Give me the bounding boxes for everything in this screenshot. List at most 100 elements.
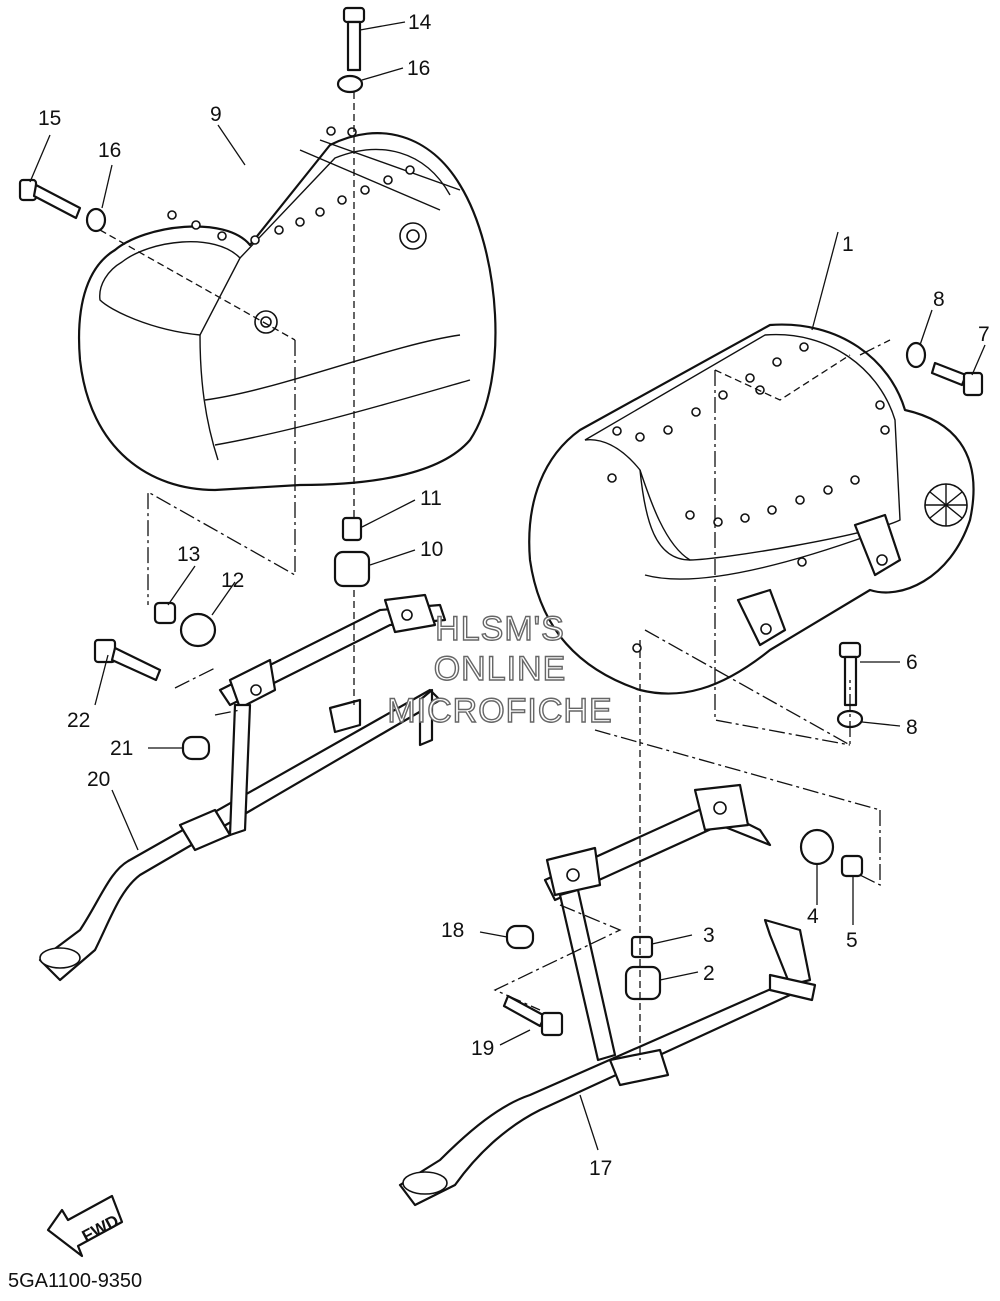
callout-21: 21 [110,737,133,760]
assembly-lines [99,92,891,1060]
bolt-6-head [838,641,862,659]
collar-5 [840,854,864,878]
grommet-10 [333,550,371,588]
bolt-7-shank [930,361,968,387]
callout-22: 22 [67,709,90,732]
watermark-line-3: MICROFICHE [387,692,612,730]
callout-20: 20 [87,768,110,791]
callout-3: 3 [703,924,715,947]
washer-16-left [85,207,107,233]
callout-18: 18 [441,919,464,942]
right-saddlebag [528,323,975,695]
stud-hole [880,425,890,435]
stud-hole [607,473,617,483]
stud-hole [274,225,284,235]
callout-17: 17 [589,1157,612,1180]
stud-hole [691,407,701,417]
right-bracket [398,783,817,1207]
stud-hole [295,217,305,227]
watermark-line-2: ONLINE [434,650,567,688]
grommet-2 [624,965,662,1001]
callout-4: 4 [807,905,819,928]
left-saddlebag [78,126,497,492]
mount-grommet-hole [260,316,272,328]
stud-hole [337,195,347,205]
leader-lines [29,21,986,1151]
callout-12: 12 [221,569,244,592]
collar-11 [341,516,363,542]
mount-grommet-hole [406,229,420,243]
bolt-7-head [962,371,984,397]
stud-hole [632,643,642,653]
bracket-mount-eye [39,947,81,969]
collar-13 [153,601,177,625]
forward-direction-arrow: FWD [46,1194,124,1258]
stud-hole [383,175,393,185]
callout-11: 11 [420,487,442,510]
stud-hole [250,235,260,245]
washer-8-upper [905,341,927,369]
callout-9: 9 [210,103,222,126]
diagram-reference-code: 5GA1100-9350 [8,1270,143,1292]
callout-6: 6 [906,651,918,674]
stud-hole [767,505,777,515]
washer-16-top [336,74,364,94]
bracket-hole [566,868,580,882]
bolt-19-shank [502,994,547,1028]
bracket-mount-eye [402,1171,448,1195]
bracket-hole [250,684,262,696]
stud-hole [755,385,765,395]
stud-hole [772,357,782,367]
stud-hole [745,373,755,383]
stud-hole [685,510,695,520]
watermark: HLSM'S ONLINE MICROFICHE [387,609,613,730]
buckle-latch [736,588,787,647]
stud-hole [167,210,177,220]
stud-hole [875,400,885,410]
bolt-19-head [540,1011,564,1037]
bracket-hole [401,609,413,621]
callout-8: 8 [933,288,945,311]
stud-hole [795,495,805,505]
stud-hole [217,231,227,241]
stud-hole [718,390,728,400]
latch-rivet [876,554,888,566]
callout-13: 13 [177,543,200,566]
bracket-hole [713,801,727,815]
bolt-15-shank [32,183,82,220]
callout-16: 16 [98,139,121,162]
fwd-arrow-icon [46,1194,124,1258]
grommet-4 [799,828,835,866]
stud-hole [612,426,622,436]
stud-hole [635,432,645,442]
callout-2: 2 [703,962,715,985]
stud-hole [405,165,415,175]
stud-hole [191,220,201,230]
stud-hole [740,513,750,523]
callout-1: 1 [842,233,854,256]
latch-rivet [760,623,772,635]
callout-8: 8 [906,716,918,739]
callout-numbers: 1 2 3 4 5 6 7 8 8 9 10 11 12 13 14 15 16… [38,11,990,1180]
stud-hole [663,425,673,435]
stud-hole [823,485,833,495]
callout-15: 15 [38,107,61,130]
cap-21 [181,735,211,761]
bolt-14-head [342,6,366,24]
stud-hole [315,207,325,217]
stud-hole [799,342,809,352]
bolt-22-shank [110,646,162,682]
callout-5: 5 [846,929,858,952]
buckle-latch [853,513,902,577]
stud-hole [360,185,370,195]
stud-hole [326,126,336,136]
callout-14: 14 [408,11,432,34]
cap-18 [505,924,535,950]
callout-7: 7 [978,323,990,346]
collar-3 [630,935,654,959]
callout-10: 10 [420,538,443,561]
bolt-14-shank [346,20,362,72]
stud-hole [347,127,357,137]
